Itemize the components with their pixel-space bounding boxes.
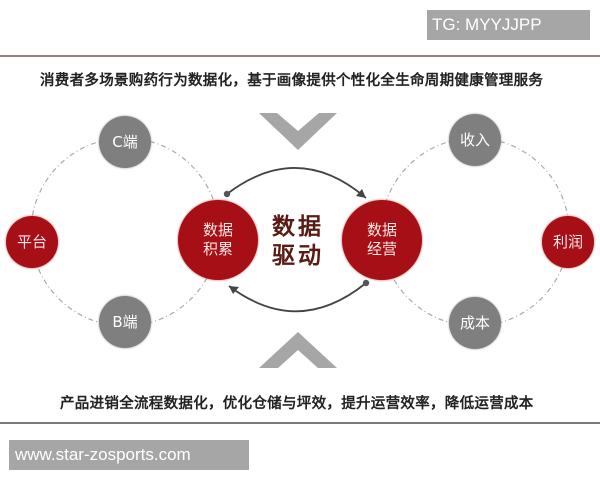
hub-data-accumulation: 数据 积累 — [178, 200, 258, 280]
node-profit: 利润 — [542, 216, 594, 268]
hub-data-operation: 数据 经营 — [342, 200, 422, 280]
center-label: 数据 驱动 — [263, 212, 333, 270]
hub-data-accumulation-line2: 积累 — [202, 240, 233, 258]
arrow-bottom-arc — [228, 282, 367, 313]
arrow-top-arc — [226, 167, 367, 199]
watermark-bottom-left: www.star-zosports.com — [9, 440, 249, 470]
watermark-top-right: TG: MYYJJPP — [427, 10, 590, 40]
node-b-end: B端 — [99, 296, 151, 348]
top-divider — [0, 55, 600, 57]
node-revenue: 收入 — [449, 114, 501, 166]
caption-top: 消费者多场景购药行为数据化，基于画像提供个性化全生命周期健康管理服务 — [40, 72, 544, 89]
node-c-end: C端 — [99, 116, 151, 168]
bottom-divider — [0, 422, 600, 424]
hub-data-operation-line1: 数据 — [366, 221, 397, 239]
hub-data-accumulation-line1: 数据 — [202, 221, 233, 239]
caption-bottom: 产品进销全流程数据化，优化仓储与坪效，提升运营效率，降低运营成本 — [60, 395, 534, 412]
node-platform: 平台 — [6, 216, 58, 268]
node-cost: 成本 — [449, 297, 501, 349]
chevron-down-icon — [259, 113, 337, 150]
hub-data-operation-line2: 经营 — [366, 240, 397, 258]
center-label-line1: 数据 — [272, 213, 324, 240]
center-label-line2: 驱动 — [272, 242, 324, 269]
